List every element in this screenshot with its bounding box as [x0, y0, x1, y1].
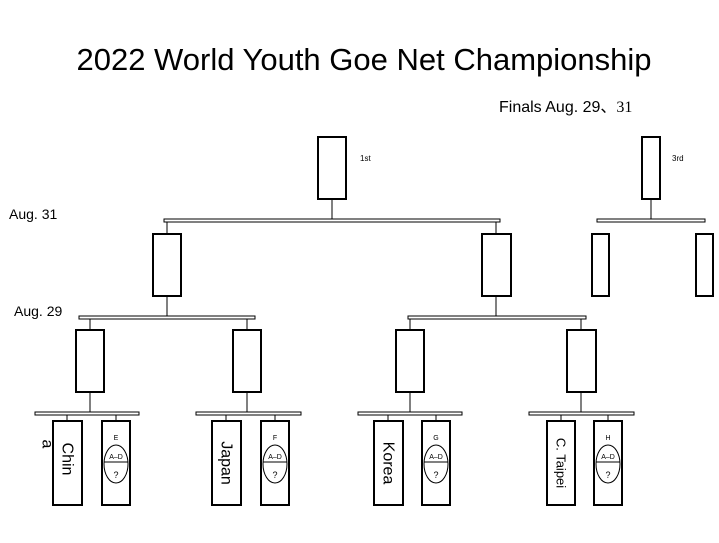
team4-box	[546, 420, 576, 506]
champion-box	[317, 136, 347, 200]
semifinal-right-bar	[407, 315, 587, 320]
group3-letter: G	[433, 435, 438, 442]
page-title: 2022 World Youth Goe Net Championship	[76, 42, 651, 77]
group3-unknown: ?	[433, 470, 438, 480]
group3-seed-oval	[423, 444, 449, 484]
group4-unknown: ?	[605, 470, 610, 480]
group2-seed-oval	[262, 444, 288, 484]
third-place-label: 3rd	[672, 154, 684, 163]
date-label-semi: Aug. 29	[14, 303, 62, 319]
qf3-winner-box	[395, 329, 425, 393]
third-place-bar	[596, 218, 706, 223]
finalist-right-box	[481, 233, 512, 297]
group1-box	[101, 420, 131, 506]
group2-unknown: ?	[272, 470, 277, 480]
final-bar	[163, 218, 501, 223]
group1-letter: E	[114, 435, 119, 442]
qf4-winner-box	[566, 329, 597, 393]
finals-label: Finals Aug. 29、31	[499, 99, 632, 116]
group2-box	[260, 420, 290, 506]
group2-seed-range: A–D	[268, 454, 282, 461]
team1-name-overflow: a	[39, 440, 56, 449]
group4-seed-range: A–D	[601, 454, 615, 461]
group1-unknown: ?	[113, 470, 118, 480]
team1-box	[52, 420, 83, 506]
group4-seed-oval	[595, 444, 621, 484]
group4-box	[593, 420, 623, 506]
third-place-box	[641, 136, 661, 200]
group2-letter: F	[273, 435, 277, 442]
first-place-label: 1st	[360, 154, 371, 163]
team2-box	[211, 420, 242, 506]
qf2-winner-box	[232, 329, 262, 393]
qf1-bar	[34, 411, 140, 416]
qf2-bar	[195, 411, 302, 416]
group3-box	[421, 420, 451, 506]
group1-seed-oval	[103, 444, 129, 484]
team1-name: Chin	[59, 443, 76, 476]
finals-label-end: 31	[616, 99, 632, 116]
team3-box	[373, 420, 404, 506]
third-place-left-box	[591, 233, 610, 297]
finalist-left-box	[152, 233, 182, 297]
team3-name: Korea	[380, 442, 397, 485]
group3-seed-range: A–D	[429, 454, 443, 461]
finals-label-main: Finals Aug. 29、	[499, 99, 616, 116]
group4-letter: H	[605, 435, 610, 442]
qf4-bar	[528, 411, 635, 416]
semifinal-left-bar	[78, 315, 256, 320]
third-place-right-box	[695, 233, 714, 297]
team2-name: Japan	[218, 441, 235, 485]
date-label-final: Aug. 31	[9, 206, 57, 222]
team4-name: C. Taipei	[554, 438, 569, 488]
qf1-winner-box	[75, 329, 105, 393]
group1-seed-range: A–D	[109, 454, 123, 461]
qf3-bar	[357, 411, 463, 416]
